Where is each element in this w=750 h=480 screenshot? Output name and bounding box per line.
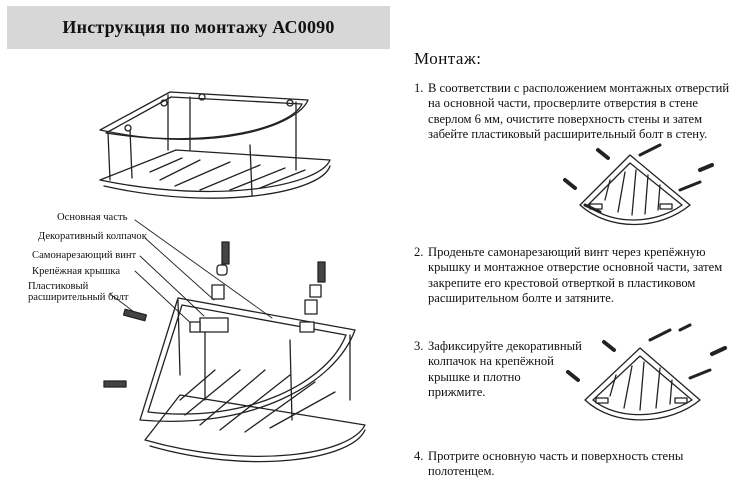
step-text: В соответствии с расположением монтажных… <box>428 81 730 142</box>
step-text: Проденьте самонарезающий винт через креп… <box>428 245 723 306</box>
step-4: 4. Протрите основную часть и поверхность… <box>414 449 744 480</box>
step-3: 3. Зафиксируйте декоративный колпачок на… <box>414 339 614 401</box>
step-1: 1. В соответствии с расположением монтаж… <box>414 81 750 143</box>
label-plastic-bolt: Пластиковый расширительный болт <box>28 281 129 303</box>
step-number: 1. <box>414 81 424 95</box>
step-1-diagram <box>563 143 714 226</box>
shelf-illustration-exploded <box>103 241 366 463</box>
title-bar: Инструкция по монтажу АС0090 <box>7 6 390 49</box>
step-number: 4. <box>414 449 424 463</box>
label-decorative-cap: Декоративный колпачок <box>38 231 147 242</box>
step-3-diagram <box>566 323 727 421</box>
step-number: 2. <box>414 245 424 259</box>
plastic-bolt-icon <box>103 308 148 388</box>
section-heading: Монтаж: <box>414 49 482 68</box>
page-title: Инструкция по монтажу АС0090 <box>62 17 335 37</box>
step-2: 2. Проденьте самонарезающий винт через к… <box>414 245 750 307</box>
label-self-tapping-screw: Самонарезающий винт <box>32 250 137 261</box>
shelf-illustration-assembled <box>99 91 331 199</box>
step-text: Зафиксируйте декоративный колпачок на кр… <box>428 339 582 400</box>
step-text: Протрите основную часть и поверхность ст… <box>428 449 684 479</box>
step-number: 3. <box>414 339 424 353</box>
label-mounting-cover: Крепёжная крышка <box>32 266 121 277</box>
label-leader-lines <box>109 219 273 329</box>
label-main-part: Основная часть <box>57 212 128 223</box>
screw-icon <box>211 241 326 315</box>
